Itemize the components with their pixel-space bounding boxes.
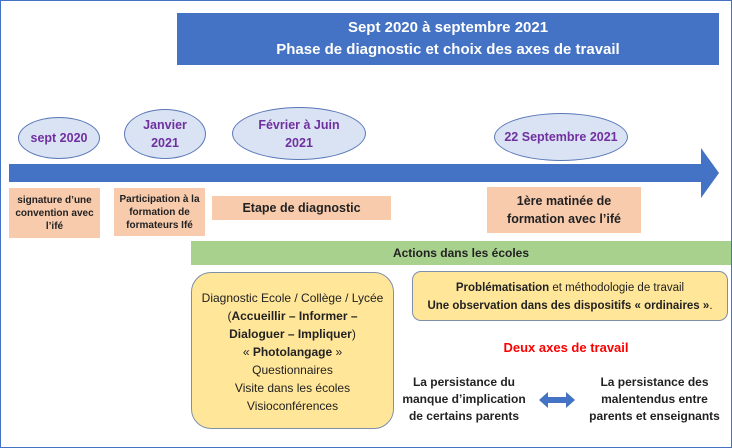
axis-text: de certains parents	[408, 409, 520, 423]
date-label: 22 Septembre 2021	[504, 130, 618, 144]
diagnostic-line: (Accueillir – Informer –	[192, 307, 393, 325]
date-label: Février à Juin	[258, 117, 340, 132]
method-line: Une observation dans des dispositifs « o…	[413, 297, 727, 315]
date-oval-janvier-2021: Janvier 2021	[124, 109, 206, 159]
date-label: sept 2020	[30, 131, 88, 145]
date-oval-sept-2020: sept 2020	[18, 117, 100, 159]
step-etape-diagnostic: Etape de diagnostic	[212, 196, 391, 220]
axes-title: Deux axes de travail	[503, 340, 629, 355]
date-oval-22-septembre-2021: 22 Septembre 2021	[494, 113, 628, 161]
step-text: Etape de diagnostic	[242, 200, 361, 215]
axis-text: manque d’implication	[402, 392, 526, 406]
step-text: 1ère matinée de	[516, 194, 612, 208]
diagnostic-line: Dialoguer – Impliquer)	[192, 325, 393, 343]
text: «	[242, 345, 253, 359]
actions-label: Actions dans les écoles	[392, 246, 530, 260]
actions-banner: Actions dans les écoles	[191, 241, 731, 265]
step-text: convention avec	[15, 207, 94, 219]
text: et méthodologie de travail	[549, 282, 685, 294]
axis-left: La persistance du manque d’implication d…	[394, 374, 534, 425]
text: Une observation dans des dispositifs « o…	[427, 300, 710, 312]
diagnostic-line: Diagnostic Ecole / Collège / Lycée	[201, 291, 384, 305]
text: )	[351, 327, 356, 341]
date-oval-fevrier-juin-2021: Février à Juin 2021	[232, 107, 366, 160]
step-text: formation avec l’ifé	[507, 212, 621, 226]
axis-text: malentendus entre	[601, 392, 708, 406]
step-text: signature d’une	[17, 194, 92, 206]
text: Dialoguer – Impliquer	[229, 327, 352, 341]
step-text: formation de	[129, 206, 190, 218]
step-text: l’ifé	[45, 220, 64, 232]
method-box: Problématisation et méthodologie de trav…	[412, 271, 728, 321]
text: »	[332, 345, 343, 359]
date-label: Janvier	[143, 118, 187, 132]
title-line-2: Phase de diagnostic et choix des axes de…	[276, 41, 620, 58]
diagnostic-line: « Photolangage »	[192, 343, 393, 361]
timeline-arrow	[9, 148, 719, 198]
date-label: 2021	[151, 136, 179, 150]
title-banner: Sept 2020 à septembre 2021 Phase de diag…	[177, 13, 719, 65]
step-text: Participation à la	[119, 193, 200, 205]
diagnostic-line: Visioconférences	[246, 399, 339, 413]
date-label: 2021	[285, 135, 313, 150]
axis-text: parents et enseignants	[589, 409, 720, 423]
diagnostic-line: Visite dans les écoles	[234, 381, 351, 395]
text: Problématisation	[455, 282, 550, 294]
step-text: formateurs Ifé	[126, 219, 193, 231]
double-arrow-icon	[539, 392, 575, 408]
method-line: Problématisation et méthodologie de trav…	[413, 279, 727, 297]
diagnostic-line: Questionnaires	[252, 363, 333, 377]
axis-text: La persistance des	[600, 375, 709, 389]
axis-text: La persistance du	[412, 375, 516, 389]
text: Accueillir – Informer –	[231, 309, 358, 323]
title-line-1: Sept 2020 à septembre 2021	[347, 19, 549, 36]
step-premiere-matinee: 1ère matinée de formation avec l’ifé	[487, 187, 641, 233]
diagnostic-box: Diagnostic Ecole / Collège / Lycée (Accu…	[191, 272, 394, 429]
axis-right: La persistance des malentendus entre par…	[578, 374, 731, 425]
text: Photolangage	[252, 345, 333, 359]
text: (	[227, 309, 232, 323]
text: .	[709, 300, 713, 312]
